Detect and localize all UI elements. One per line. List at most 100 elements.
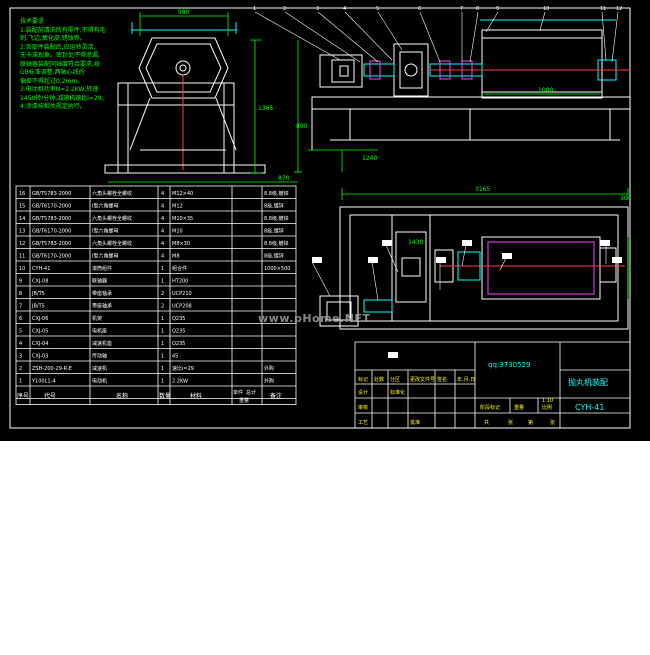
plan-leader-lines bbox=[311, 244, 617, 301]
bom-cell-code: Y100L1-4 bbox=[31, 379, 56, 385]
title-drawing-code: CYH-41 bbox=[575, 403, 604, 412]
side-shafts-couplings bbox=[363, 19, 630, 81]
title-scale-value: 1:10 bbox=[542, 398, 553, 404]
title-scale: 比例 bbox=[542, 404, 552, 411]
bom-cell-no: 4 bbox=[19, 341, 22, 347]
note-line: 1450转/分钟,减速机速比i=29。 bbox=[20, 94, 108, 102]
title-weight: 重量 bbox=[514, 404, 524, 411]
title-standard: 标准化 bbox=[390, 389, 405, 396]
callout-number: 4 bbox=[343, 6, 346, 12]
callout-number: 10 bbox=[543, 6, 549, 12]
bom-cell-code: GB/T6170-2000 bbox=[32, 204, 71, 210]
bom-cell-name: 六角头螺栓全螺纹 bbox=[92, 240, 132, 247]
side-elevation-view bbox=[311, 29, 631, 150]
bom-cell-code: CXJ-06 bbox=[32, 316, 48, 322]
title-process: 工艺 bbox=[358, 420, 368, 426]
title-qq: qq:3730529 bbox=[488, 361, 530, 369]
bom-cell-qty: 4 bbox=[161, 204, 164, 210]
side-dim-lines bbox=[294, 40, 600, 173]
callout-number: 5 bbox=[376, 6, 379, 12]
bom-cell-code: JB/T5 bbox=[31, 291, 45, 297]
callout-number: 12 bbox=[616, 6, 622, 12]
bom-cell-material: M10×35 bbox=[172, 216, 193, 222]
title-row-label: 标记 bbox=[358, 376, 368, 383]
bom-cell-material: 组合件 bbox=[172, 265, 187, 272]
callout-number: 3 bbox=[316, 6, 319, 12]
dim-side-mid: 1240 bbox=[362, 155, 377, 162]
title-drawing-name: 抛丸机装配 bbox=[568, 377, 608, 387]
side-leader-lines bbox=[254, 11, 619, 63]
cad-canvas: 980 1365 870 bbox=[9, 6, 631, 429]
blank-area-below-drawing bbox=[0, 441, 650, 655]
callout-number: 11 bbox=[600, 6, 606, 12]
bom-cell-note: 外购 bbox=[264, 365, 274, 372]
bom-cell-name: 减速机座 bbox=[92, 340, 112, 347]
title-row-label: 更改文件号 bbox=[410, 376, 435, 383]
note-line: 刺,飞边,氧化皮,锈蚀等。 bbox=[20, 35, 86, 42]
callout-number: 7 bbox=[460, 6, 463, 12]
callout-number: 2 bbox=[283, 6, 286, 12]
title-sheet: 第 bbox=[528, 419, 533, 426]
drawing-frame bbox=[9, 7, 631, 429]
bom-cell-material: M12×40 bbox=[172, 191, 193, 197]
bom-cell-note: 外购 bbox=[264, 378, 274, 385]
bom-cell-qty: 4 bbox=[161, 241, 164, 247]
dim-top-width: 980 bbox=[178, 9, 190, 16]
bom-cell-note: 8级,镀锌 bbox=[264, 253, 284, 260]
bom-cell-code: CXJ-08 bbox=[32, 279, 48, 285]
bom-cell-note: 8.8级,镀锌 bbox=[264, 240, 289, 247]
title-sheet: 张 bbox=[508, 419, 513, 426]
bom-cell-name: 六角头螺栓全螺纹 bbox=[92, 215, 132, 222]
title-row-label: 分区 bbox=[390, 376, 400, 383]
bom-cell-material: M8 bbox=[172, 254, 180, 260]
dim-overall-height: 1365 bbox=[258, 105, 273, 112]
bom-cell-note: 1000×500 bbox=[264, 266, 290, 272]
bom-cell-qty: 1 bbox=[161, 316, 164, 322]
bom-header-note: 备注 bbox=[270, 392, 282, 400]
bom-cell-code: CYH-41 bbox=[32, 266, 50, 272]
bom-cell-no: 7 bbox=[19, 304, 22, 310]
bom-cell-note: 8级,镀锌 bbox=[264, 203, 284, 210]
bom-cell-no: 9 bbox=[19, 279, 22, 285]
bom-header-weight: 重量 bbox=[239, 397, 249, 404]
bom-cell-material: UCP208 bbox=[172, 304, 192, 310]
bom-cell-name: 六角头螺栓全螺纹 bbox=[92, 190, 132, 197]
bom-cell-material: M10 bbox=[172, 229, 183, 235]
bom-cell-name: 机架 bbox=[92, 315, 102, 322]
bom-cell-note: 8级,镀锌 bbox=[264, 228, 284, 235]
bom-cell-material: 45 bbox=[172, 354, 178, 360]
bom-cell-no: 12 bbox=[19, 241, 25, 247]
title-sheet: 共 bbox=[484, 419, 489, 426]
plan-view bbox=[319, 206, 629, 330]
title-row-label: 处数 bbox=[374, 376, 384, 383]
bom-header-total: 总计 bbox=[246, 389, 256, 396]
callout-number: 1 bbox=[253, 6, 256, 12]
bom-cell-material: Q235 bbox=[172, 329, 185, 335]
bom-cell-name: 带座轴承 bbox=[92, 303, 112, 310]
title-row-label: 签名 bbox=[437, 376, 447, 383]
title-approve: 批准 bbox=[410, 419, 420, 426]
callout-number: 6 bbox=[418, 6, 421, 12]
note-line: 4.涂漆按相关规定执行。 bbox=[20, 103, 86, 110]
note-line: 技术要求 bbox=[20, 18, 45, 25]
bom-header-name: 名称 bbox=[116, 392, 128, 400]
dim-side-height: 890 bbox=[296, 123, 308, 130]
callout-number: 8 bbox=[476, 6, 479, 12]
bom-cell-name: I型六角螺母 bbox=[92, 228, 118, 235]
bom-cell-note: 8.8级,镀锌 bbox=[264, 190, 289, 197]
note-line: 无卡滞现象。密封处不得渗漏, bbox=[20, 52, 100, 59]
bom-cell-material: 2.2KW bbox=[172, 379, 188, 385]
bom-cell-no: 15 bbox=[19, 204, 25, 210]
bom-cell-material: M8×30 bbox=[172, 241, 190, 247]
bom-cell-code: CXJ-03 bbox=[32, 354, 48, 360]
bom-cell-qty: 4 bbox=[161, 191, 164, 197]
bom-table-grid bbox=[15, 185, 297, 405]
bom-cell-no: 8 bbox=[19, 291, 22, 297]
bom-cell-no: 6 bbox=[19, 316, 22, 322]
bom-cell-no: 2 bbox=[19, 366, 22, 372]
bom-cell-qty: 4 bbox=[161, 216, 164, 222]
bom-cell-no: 1 bbox=[19, 379, 22, 385]
bom-cell-qty: 1 bbox=[161, 329, 164, 335]
